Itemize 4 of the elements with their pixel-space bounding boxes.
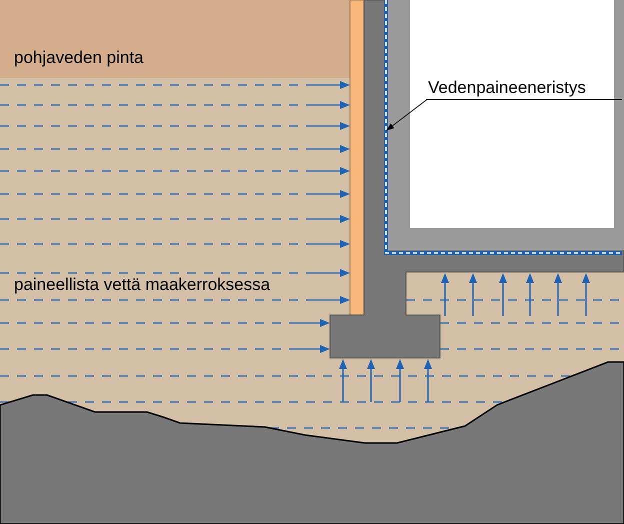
layer-label: pohjaveden pinta bbox=[13, 47, 145, 69]
waterproofing-membrane bbox=[384, 0, 622, 255]
layer-label: paineellista vettä maakerroksessa bbox=[13, 274, 272, 296]
leader-line bbox=[386, 99, 428, 131]
